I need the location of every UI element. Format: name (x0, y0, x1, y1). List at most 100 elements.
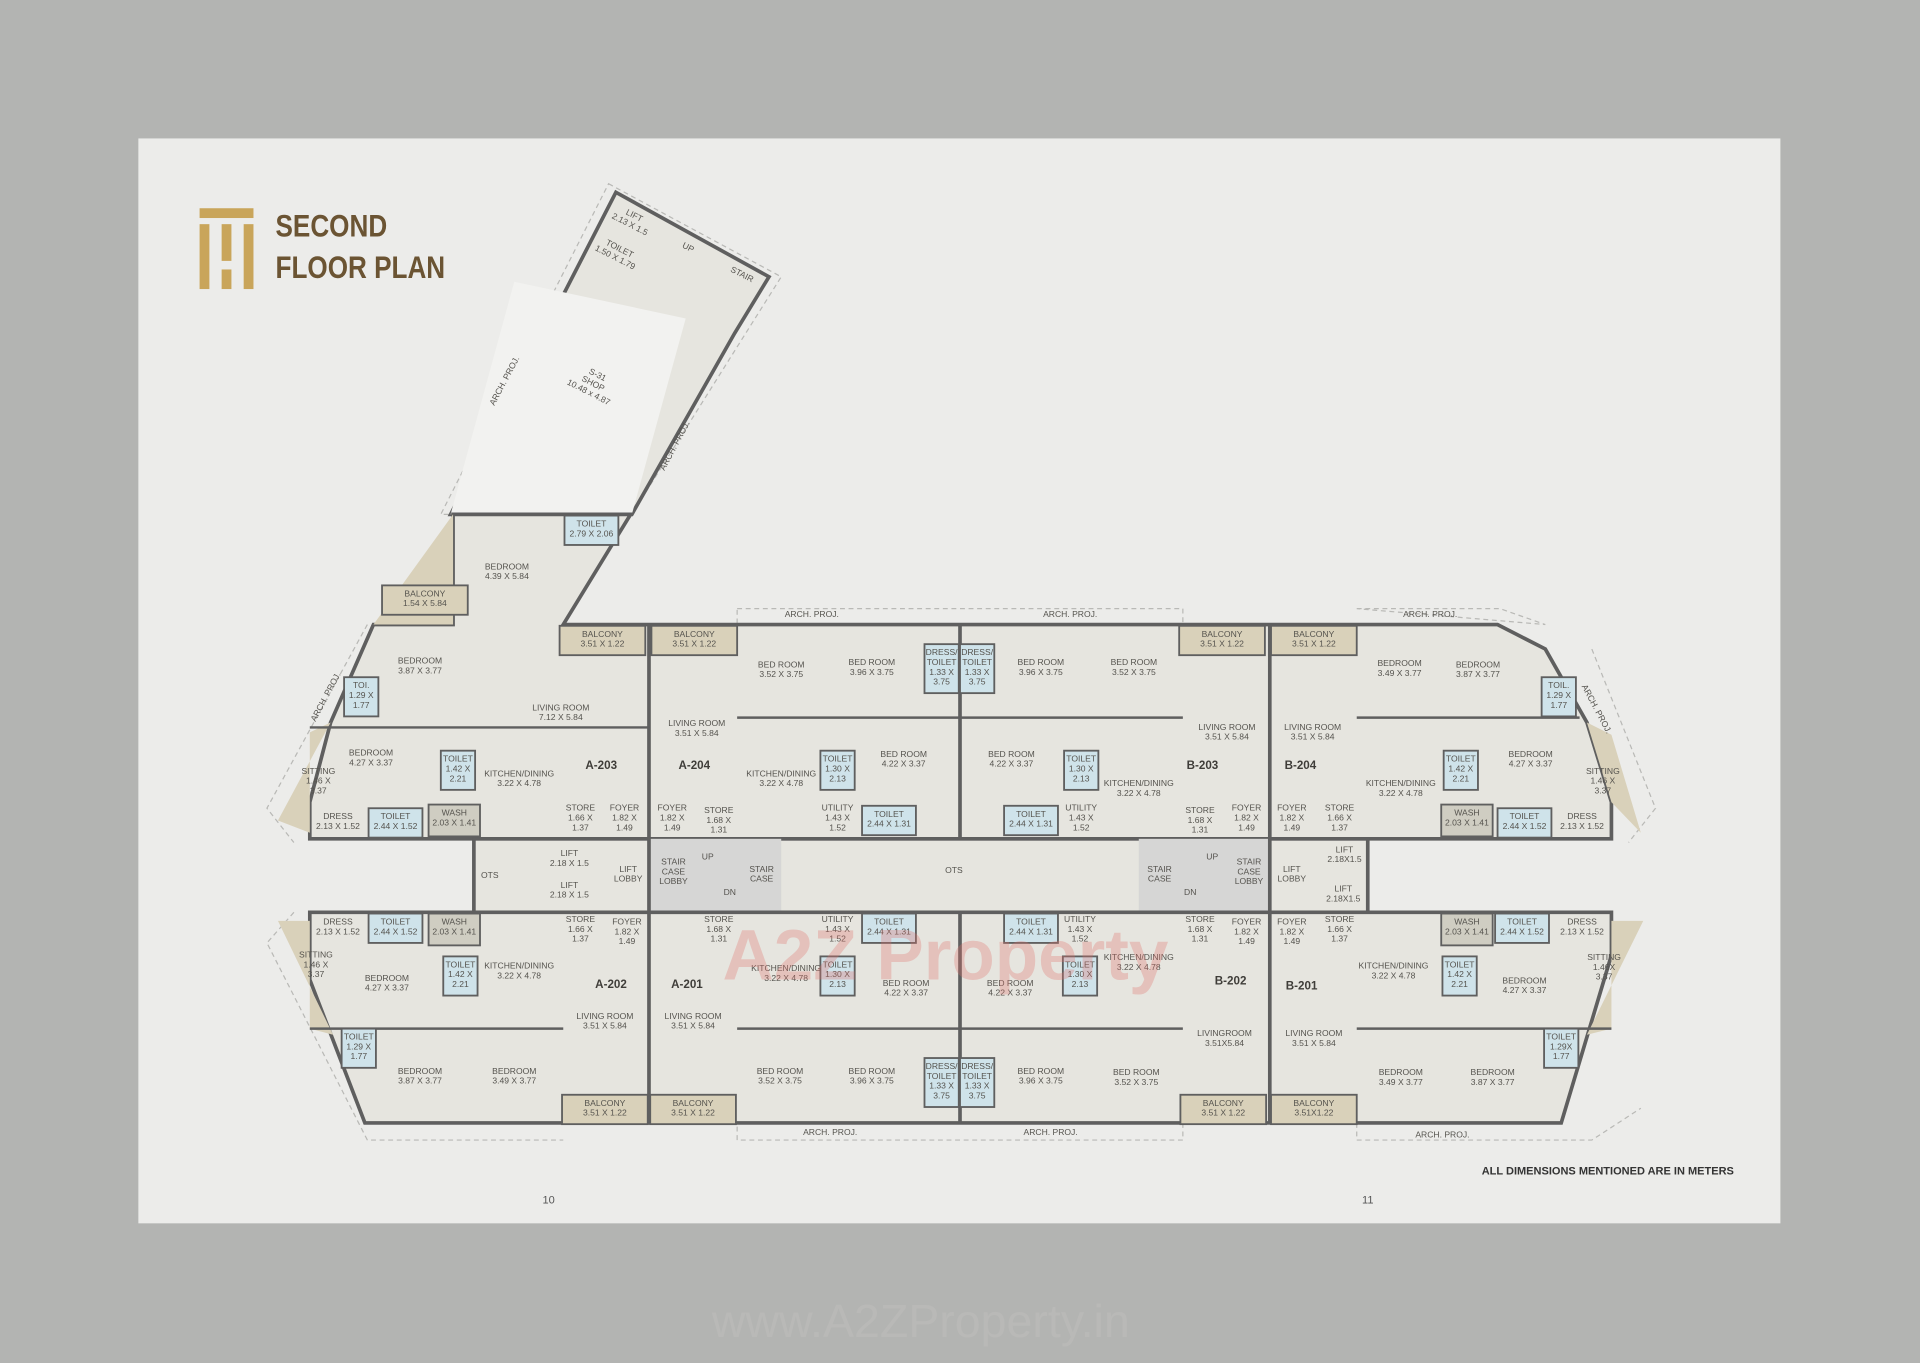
room-label-line: 2.18 X 1.5 (550, 890, 589, 900)
room-label-line: 3.22 X 4.78 (1117, 962, 1161, 972)
room-label-line: 3.87 X 3.77 (1456, 669, 1500, 679)
room-label-line: BED ROOM (849, 1066, 896, 1076)
room-label-line: SITTING (301, 766, 335, 776)
room-label-line: 1.30 X (825, 969, 850, 979)
wash-fill (1440, 912, 1494, 947)
room-label-line: UP (1206, 852, 1218, 862)
room-label-line: 1.43 X (1069, 812, 1094, 822)
room-label-line: BEDROOM (1379, 1067, 1423, 1077)
room-label-line: 3.96 X 3.75 (1019, 1076, 1063, 1086)
room-label-line: BALCONY (1293, 1098, 1334, 1108)
toilet-fill (340, 1027, 377, 1069)
room-label-line: UP (681, 240, 696, 254)
sitting-right-bottom (1586, 920, 1644, 1035)
room-label: ARCH. PROJ. (1415, 1130, 1469, 1140)
room-label-line: 1.52 (829, 934, 846, 944)
room-label-line: FOYER (1232, 803, 1261, 813)
room-label-line: UP (702, 852, 714, 862)
room-label-line: 1.37 (1331, 822, 1348, 832)
unit-number: B-203 (1187, 759, 1219, 772)
room-label: OTS (481, 870, 499, 880)
room-label-line: 3.22 X 4.78 (759, 778, 803, 788)
room-label-line: 3.51 X 5.84 (1291, 732, 1335, 742)
room-label-line: 2.18X1.5 (1327, 854, 1362, 864)
room-label-line: 4.22 X 3.37 (882, 759, 926, 769)
room-label-line: BEDROOM (485, 561, 529, 571)
room-label-line: TOI. (353, 680, 370, 690)
room-label: UP (1206, 852, 1218, 862)
room-label-line: SITTING (1587, 952, 1621, 962)
room-label-line: 3.22 X 4.78 (1117, 788, 1161, 798)
room-label-line: 1.37 (572, 934, 589, 944)
toilet-fill (1540, 676, 1577, 718)
room-label-line: 3.52 X 3.75 (758, 1076, 802, 1086)
room-label-line: B-203 (1187, 759, 1219, 772)
room-label-line: STORE (566, 803, 596, 813)
room-label-line: 3.22 X 4.78 (497, 970, 541, 980)
room-label-line: 1.33 X (965, 667, 990, 677)
room-label-line: 3.51 X 5.84 (675, 728, 719, 738)
unit-number: A-202 (595, 978, 627, 991)
room-label-line: BALCONY (582, 629, 623, 639)
room-label-line: 3.49 X 3.77 (492, 1076, 536, 1086)
room-label-line: KITCHEN/DINING (484, 961, 554, 971)
room-label-line: BED ROOM (987, 978, 1034, 988)
toilet-fill (439, 749, 477, 791)
room-label-line: ARCH. PROJ. (1415, 1130, 1469, 1140)
room-label-line: 1.49 (1284, 936, 1301, 946)
room-label-line: 1.82 X (612, 812, 637, 822)
room-label-line: CASE (750, 874, 774, 884)
room-label-line: WASH (1454, 917, 1479, 927)
room-label-line: 2.13 (829, 979, 846, 989)
a2z-watermark: A2Z Property (722, 917, 1168, 996)
room-label-line: 2.13 X 1.52 (316, 821, 360, 831)
unit-number: A-204 (678, 759, 710, 772)
room-label: ARCH. PROJ. (1023, 1127, 1077, 1137)
room-label-line: 1.49 (1238, 936, 1255, 946)
room-label-line: 2.44 X 1.52 (374, 926, 418, 936)
room-label-line: LIFT (561, 848, 579, 858)
room-label-line: 1.30 X (1068, 969, 1093, 979)
room-label-line: BEDROOM (365, 973, 409, 983)
page-number-left: 10 (542, 1195, 554, 1207)
toilet-fill (563, 514, 620, 546)
room-label: UP (702, 852, 714, 862)
room-label-line: STAIR (1237, 857, 1262, 867)
room-label-line: 1.31 (1192, 825, 1209, 835)
room-label-line: TOILET (381, 811, 412, 821)
room-label-line: 2.44 X 1.31 (867, 819, 911, 829)
room-label-line: FOYER (610, 803, 640, 813)
room-label-line: LIVING ROOM (665, 1011, 722, 1021)
balcony-fill (649, 1093, 737, 1126)
room-label-line: 2.44 X 1.31 (867, 926, 911, 936)
room-label-line: STORE (1325, 914, 1355, 924)
room-label-line: LIVING ROOM (668, 718, 725, 728)
room-label-line: STORE (1185, 805, 1215, 815)
room-label-line: TOILET (1016, 809, 1047, 819)
room-label-line: LOBBY (1278, 874, 1307, 884)
room-label-line: LIFT (561, 880, 579, 890)
room-label-line: 3.87 X 3.77 (398, 666, 442, 676)
room-label-line: KITCHEN/DINING (746, 768, 816, 778)
